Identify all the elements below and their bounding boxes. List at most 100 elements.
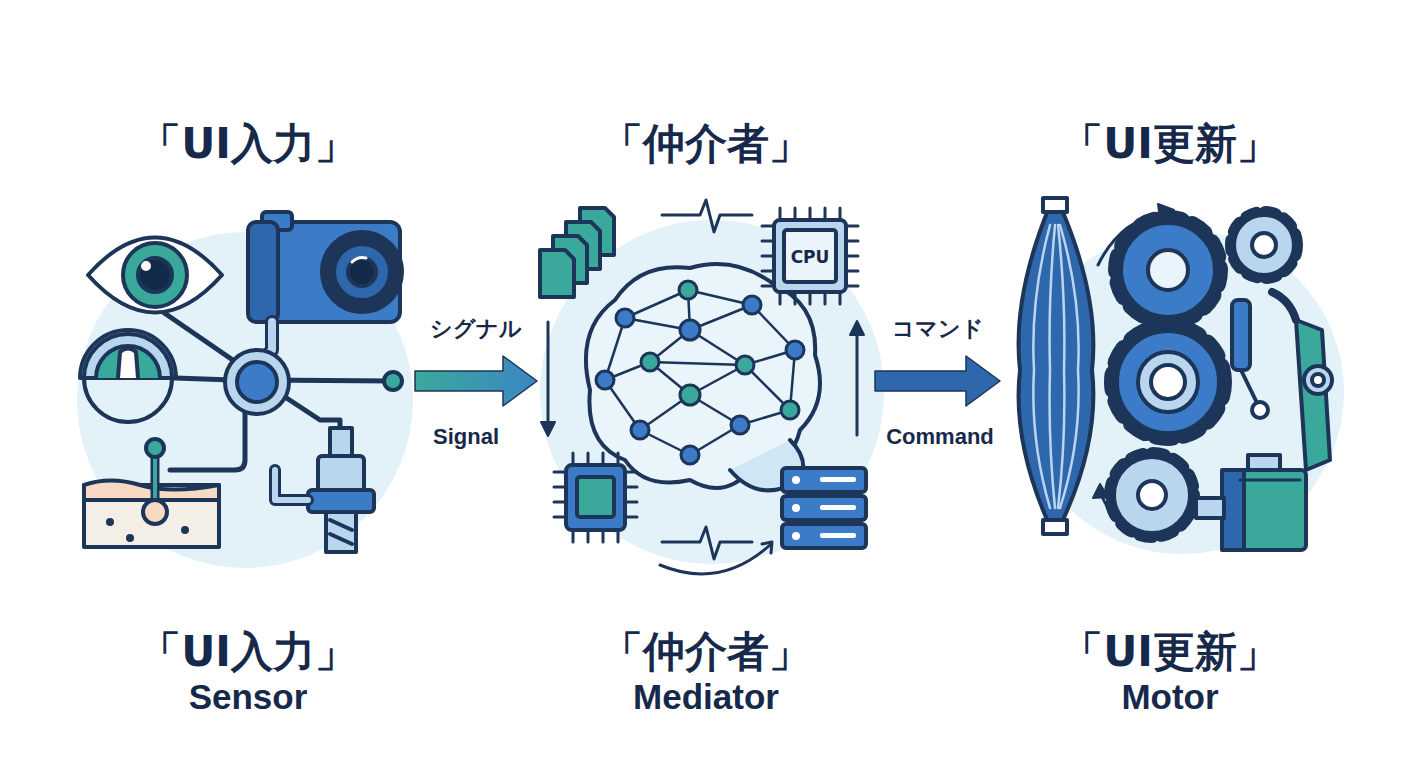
illustration-shape [631, 421, 649, 439]
illustration-shape [141, 261, 151, 271]
illustration-shape [1138, 481, 1166, 509]
illustration-shape [736, 356, 754, 374]
flow-arrow [875, 356, 1000, 406]
illustration-shape [641, 353, 659, 371]
illustration-shape [762, 542, 772, 553]
illustration-shape [1019, 210, 1094, 522]
illustration-shape [1234, 215, 1294, 275]
illustration-shape [1043, 198, 1067, 212]
illustration-shape [88, 238, 222, 313]
illustration-shape [774, 220, 846, 292]
chip-label: CPU [791, 247, 830, 267]
illustration-shape [118, 349, 138, 379]
illustration-shape [554, 453, 637, 542]
illustration-shape [856, 325, 859, 435]
illustration-shape [1196, 498, 1224, 518]
illustration-shape [170, 405, 245, 470]
illustration-shape [248, 222, 278, 322]
illustration-shape [743, 296, 761, 314]
illustration-shape [225, 350, 289, 414]
background-discs [77, 220, 1344, 568]
signal-name: Signal [433, 424, 499, 450]
illustration-shape [384, 372, 402, 390]
edge-label: コマンド [892, 314, 984, 344]
illustration-panel: 「仲介者」「仲介者」Mediator [537, 100, 875, 720]
illustration-shape [330, 520, 352, 544]
sensor-illustration [80, 212, 402, 552]
illustration-shape [1118, 220, 1218, 320]
illustration-shape [784, 230, 836, 282]
illustration-shape [850, 321, 864, 335]
illustration-shape [596, 281, 804, 464]
illustration-shape [1114, 328, 1222, 436]
illustration-shape [322, 232, 402, 312]
illustration-shape [308, 490, 374, 512]
illustration-shape [146, 439, 164, 457]
illustration-shape [1222, 470, 1306, 550]
illustration-panel: 「UI更新」「UI更新」Motor [1000, 100, 1340, 720]
node-caption: 「UI更新」 [980, 624, 1360, 680]
illustration-shape [680, 320, 700, 340]
illustration-shape [77, 232, 413, 568]
illustration-shape [1114, 457, 1190, 533]
illustration-shape [1060, 225, 1079, 508]
illustration-shape [84, 334, 172, 422]
illustration-shape [679, 281, 697, 299]
illustration-shape [660, 545, 770, 574]
illustration-shape [348, 258, 376, 286]
illustration-shape [275, 470, 308, 500]
illustration-shape [80, 330, 176, 378]
illustration-shape [138, 258, 172, 292]
illustration-shape [330, 428, 352, 458]
illustration-shape [541, 422, 555, 436]
illustration-shape [1148, 250, 1188, 290]
signal-name: Command [886, 424, 994, 450]
illustration-shape [547, 322, 550, 432]
illustration-shape [782, 496, 866, 520]
illustration-shape [792, 504, 800, 512]
illustration-shape [782, 468, 866, 492]
illustration-shape [662, 527, 752, 559]
illustration-shape [566, 465, 625, 530]
illustration-shape [820, 533, 856, 538]
illustration-shape [1240, 479, 1300, 482]
illustration-panel: 「UI入力」「UI入力」Sensor [81, 100, 415, 720]
illustration-shape [1272, 292, 1296, 320]
illustration-shape [334, 244, 390, 300]
illustration-shape [731, 416, 749, 434]
illustration-shape [680, 385, 700, 405]
flow-arrow [415, 356, 537, 406]
illustration-shape [577, 477, 614, 517]
illustration-shape [792, 476, 800, 484]
illustration-shape [275, 470, 308, 500]
illustration-shape [326, 512, 356, 552]
node-heading: 「UI入力」 [61, 114, 435, 174]
illustration-shape [128, 536, 132, 540]
illustration-shape [792, 476, 856, 540]
illustration-shape [160, 310, 392, 470]
illustration-shape [681, 446, 699, 464]
illustration-shape [1033, 225, 1050, 508]
illustration-shape [605, 290, 795, 455]
illustration-shape [1312, 374, 1324, 386]
illustration-shape [792, 532, 800, 540]
illustration-shape [1241, 370, 1258, 405]
illustration-shape [183, 528, 187, 532]
node-heading: 「UI更新」 [980, 114, 1360, 174]
illustration-shape [782, 524, 866, 548]
illustration-shape [1232, 300, 1250, 370]
illustration-shape [540, 250, 574, 297]
illustration-shape [1252, 233, 1276, 257]
node-english-caption: Mediator [517, 672, 895, 722]
illustration-shape [662, 200, 752, 232]
illustration-shape [1304, 366, 1332, 394]
illustration-shape [781, 401, 799, 419]
illustration-shape [352, 258, 366, 263]
node-english-caption: Sensor [61, 672, 435, 722]
illustration-shape [786, 341, 804, 359]
illustration-shape [1138, 352, 1198, 412]
illustration-shape [318, 456, 364, 492]
motor-illustration [1019, 198, 1332, 550]
illustration-shape [1232, 213, 1296, 277]
